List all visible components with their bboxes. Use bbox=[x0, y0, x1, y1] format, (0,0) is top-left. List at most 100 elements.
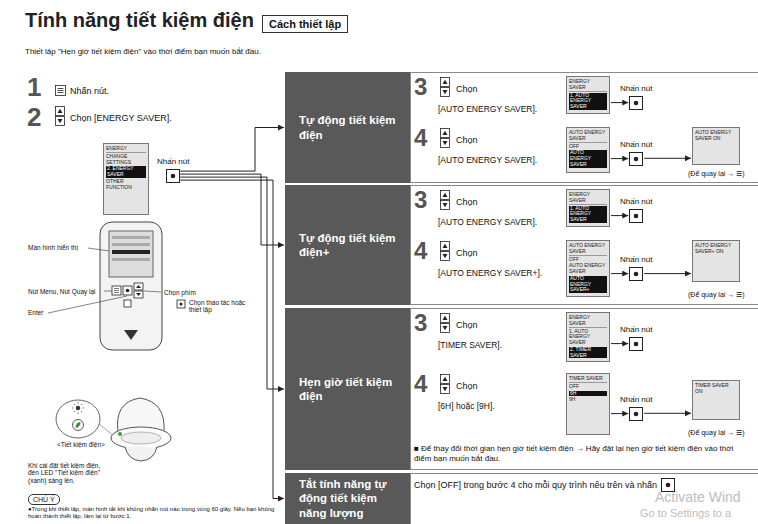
flow-arrow bbox=[180, 180, 284, 498]
button-caption: Nhấn nút bbox=[620, 325, 652, 335]
key-outline bbox=[630, 209, 643, 222]
key-dot bbox=[634, 100, 639, 105]
key-dot bbox=[634, 213, 639, 218]
lcd-screen: ENERGY SAVER1. AUTO ENERGY SAVER bbox=[566, 189, 610, 227]
button-caption: Nhấn nút bbox=[620, 140, 652, 150]
note-text: Chọn phím bbox=[164, 289, 196, 296]
flow-arrow bbox=[611, 215, 628, 216]
key-outline bbox=[630, 337, 643, 350]
mode-header: Tắt tính năng tự động tiết kiệm năng lượ… bbox=[285, 473, 410, 524]
enter-key bbox=[629, 267, 643, 281]
mode-header: Tự động tiết kiệm điện+ bbox=[285, 185, 410, 305]
lcd-screen: AUTO ENERGY SAVEROFFAUTO ENERGY SAVERAUT… bbox=[566, 240, 610, 297]
key-dot bbox=[634, 341, 639, 346]
lcd-screen: ENERGY SAVER1. AUTO ENERGY SAVER2. TIMER… bbox=[566, 312, 610, 362]
step-number: 3 bbox=[414, 75, 427, 99]
note-badge: CHÚ Ý bbox=[28, 494, 60, 505]
node-text: AUTO ENERGY SAVER bbox=[569, 150, 607, 167]
node-text: 9H bbox=[569, 397, 607, 403]
button-caption: Nhấn nút bbox=[620, 197, 652, 207]
node-text: AUTO ENERGY SAVER bbox=[569, 130, 607, 143]
node-text: OFF bbox=[569, 257, 607, 263]
remote-control bbox=[48, 222, 185, 350]
node-text: 6H bbox=[569, 391, 607, 397]
note-text: Nhấn nút. bbox=[70, 86, 109, 97]
key-outline bbox=[630, 96, 643, 109]
watermark: Activate Wind bbox=[655, 489, 741, 506]
note-text: [AUTO ENERGY SAVER]. bbox=[438, 104, 537, 114]
step-number: 4 bbox=[414, 239, 427, 263]
lcd-screen: ENERGYCHANGE SETTINGS2. ENERGY SAVEROTHE… bbox=[103, 143, 149, 215]
note-text: ●Trong khi thiết lập, màn hình tắt khi k… bbox=[28, 506, 283, 520]
flow-arrow bbox=[180, 174, 284, 245]
result-screen: AUTO ENERGY SAVER ON bbox=[692, 127, 740, 165]
note-text: [TIMER SAVER]. bbox=[438, 340, 502, 350]
step-number: 4 bbox=[414, 126, 427, 150]
section-tag: Cách thiết lập bbox=[262, 15, 348, 33]
note-text: Màn hình hiển thị bbox=[28, 244, 78, 251]
note-text: [AUTO ENERGY SAVER]. bbox=[438, 155, 537, 165]
key-dot bbox=[634, 271, 639, 276]
node-text: AUTO ENERGY SAVER+ ON bbox=[695, 243, 737, 255]
node-text: TIMER SAVER ON bbox=[695, 383, 737, 395]
key-dot bbox=[171, 173, 176, 178]
note-text: Nút Menu, Nút Quay lại bbox=[28, 288, 96, 295]
note-text: Chọn bbox=[456, 381, 478, 392]
node-text: TIMER SAVER bbox=[569, 376, 607, 383]
key-outline bbox=[630, 267, 643, 280]
enter-button: Nhấn nút bbox=[620, 140, 652, 166]
note-text: Chọn bbox=[456, 135, 478, 146]
mode-header: Hẹn giờ tiết kiệm điện bbox=[285, 308, 410, 470]
lcd-screen: ENERGY SAVER1. AUTO ENERGY SAVER bbox=[566, 76, 610, 114]
note-text: Chọn bbox=[456, 248, 478, 259]
key-dot bbox=[634, 411, 639, 416]
step-number: 4 bbox=[414, 372, 427, 396]
page-title: Tính năng tiết kiệm điện bbox=[25, 9, 254, 32]
note-text: Chọn bbox=[456, 197, 478, 208]
flow-arrow bbox=[611, 413, 628, 414]
button-caption: Nhấn nút bbox=[157, 157, 189, 167]
step-number: 3 bbox=[414, 188, 427, 212]
mode-header: Tự động tiết kiệm điện bbox=[285, 72, 410, 183]
enter-key bbox=[629, 209, 643, 223]
result-screen: AUTO ENERGY SAVER+ ON bbox=[692, 240, 740, 282]
node-text: 1. AUTO ENERGY SAVER bbox=[569, 93, 607, 110]
enter-button: Nhấn nút bbox=[620, 197, 652, 223]
step-number: 3 bbox=[414, 311, 427, 335]
button-caption: Nhấn nút bbox=[620, 255, 652, 265]
enter-button: Nhấn nút bbox=[620, 255, 652, 281]
note-text: ■ Để thay đổi thời gian hẹn giờ tiết kiệ… bbox=[414, 444, 749, 463]
step-number: 2 bbox=[27, 104, 41, 130]
node-text: AUTO ENERGY SAVER bbox=[569, 263, 607, 275]
node-text: ENERGY SAVER bbox=[569, 192, 607, 205]
watermark: Go to Settings to a bbox=[640, 507, 731, 520]
node-text: CHÚ Ý bbox=[33, 495, 55, 504]
note-text: Chọn [OFF] trong bước 4 cho mỗi quy trìn… bbox=[414, 480, 657, 491]
node-text: 2. TIMER SAVER bbox=[569, 347, 607, 359]
enter-key bbox=[629, 407, 643, 421]
flow-arrow bbox=[611, 343, 628, 344]
note-text: Khi cài đặt tiết kiệm điện, đèn LED "Tiế… bbox=[28, 462, 108, 484]
node-text: OFF bbox=[569, 144, 607, 150]
node-text: AUTO ENERGY SAVER+ bbox=[569, 276, 607, 293]
note-text: (Để quay lại → ☰) bbox=[688, 291, 745, 299]
node-text: CHANGE SETTINGS bbox=[106, 154, 146, 166]
key-dot bbox=[634, 156, 639, 161]
note-text: [AUTO ENERGY SAVER]. bbox=[438, 217, 537, 227]
enter-key bbox=[166, 169, 180, 183]
node-text: OTHER FUNCTION bbox=[106, 179, 146, 191]
node-text: ENERGY SAVER bbox=[569, 315, 607, 328]
node-text: ENERGY SAVER bbox=[569, 79, 607, 92]
note-text: (Để quay lại → ☰) bbox=[688, 170, 745, 178]
node-text: Tự động tiết kiệm điện+ bbox=[299, 231, 400, 260]
node-text: Tắt tính năng tự động tiết kiệm năng lượ… bbox=[299, 477, 400, 520]
key-outline bbox=[630, 152, 643, 165]
flow-arrow bbox=[180, 177, 284, 389]
result-screen: TIMER SAVER ON bbox=[692, 380, 740, 420]
node-text: 1. AUTO ENERGY SAVER bbox=[569, 206, 607, 223]
note-text: Chọn bbox=[456, 84, 478, 95]
flow-arrow bbox=[180, 128, 284, 172]
note-text: [AUTO ENERGY SAVER+]. bbox=[438, 268, 542, 278]
note-text: Chọn bbox=[456, 320, 478, 331]
